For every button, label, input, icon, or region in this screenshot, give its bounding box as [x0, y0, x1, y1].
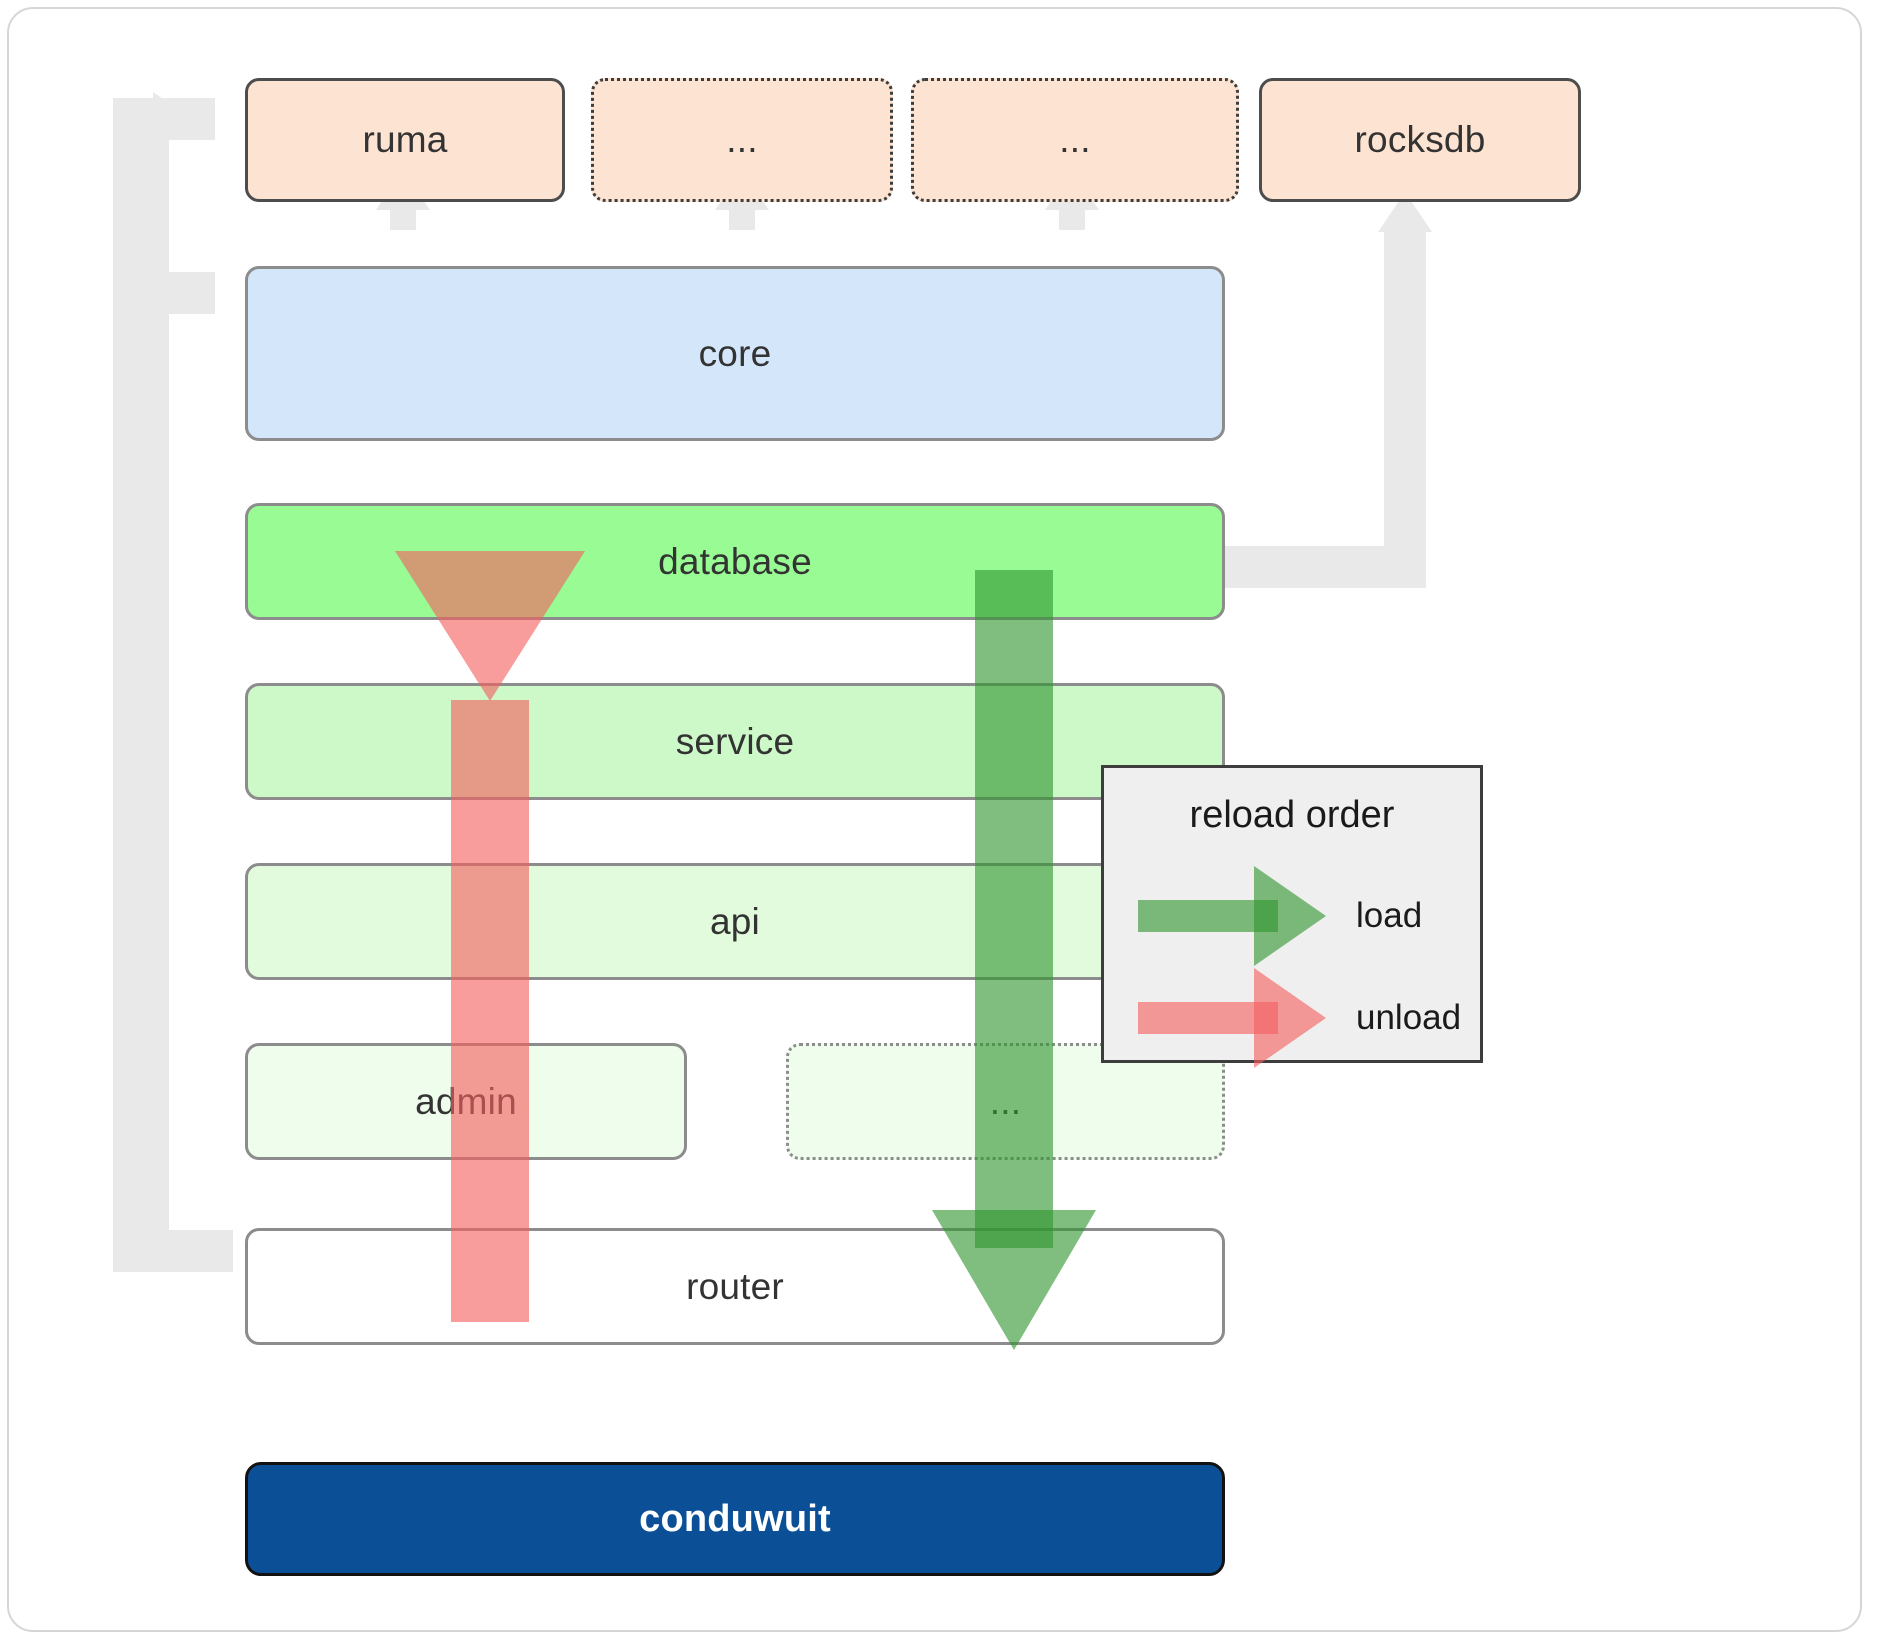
- diagram-frame: [7, 7, 1862, 1632]
- legend-unload-label: unload: [1356, 998, 1462, 1037]
- legend-entry-load: load: [1104, 866, 1480, 966]
- load-arrow-shaft: [975, 570, 1053, 1248]
- layer-api-label: api: [710, 900, 760, 942]
- crate-dots-1-label: ...: [726, 119, 758, 160]
- crate-ruma-label: ruma: [362, 119, 448, 160]
- crate-rocksdb[interactable]: rocksdb: [1259, 78, 1581, 202]
- binary-conduwuit-label: conduwuit: [639, 1497, 831, 1540]
- legend-reload-order: reload order load unload: [1101, 765, 1483, 1068]
- legend-entry-unload: unload: [1104, 968, 1480, 1068]
- crate-dots-1[interactable]: ...: [591, 78, 893, 202]
- legend-load-arrow-head: [1254, 866, 1326, 966]
- connector-database-to-rocksdb-horizontal: [1222, 546, 1404, 588]
- unload-arrow-shaft: [451, 700, 529, 1322]
- load-arrow-head: [932, 1210, 1096, 1350]
- connector-arrowhead-core: [153, 266, 193, 320]
- connector-database-to-rocksdb-vertical: [1384, 230, 1426, 588]
- connector-conduwuit-bottom-horizontal: [113, 1230, 233, 1272]
- layer-database-label: database: [658, 540, 812, 582]
- legend-title: reload order: [1189, 794, 1395, 836]
- legend-load-label: load: [1356, 896, 1423, 935]
- crate-ruma[interactable]: ruma: [245, 78, 565, 202]
- legend-unload-arrow-head: [1254, 968, 1326, 1068]
- layer-database[interactable]: database: [245, 503, 1225, 620]
- crate-rocksdb-label: rocksdb: [1354, 119, 1486, 160]
- layer-service-label: service: [675, 720, 795, 762]
- layer-api[interactable]: api: [245, 863, 1225, 980]
- crate-dots-2-label: ...: [1059, 119, 1091, 160]
- layer-core[interactable]: core: [245, 266, 1225, 441]
- binary-conduwuit[interactable]: conduwuit: [245, 1462, 1225, 1576]
- unload-arrow-head: [395, 551, 585, 701]
- connector-arrowhead-ruma: [153, 92, 193, 146]
- layer-service[interactable]: service: [245, 683, 1225, 800]
- crate-dots-2[interactable]: ...: [911, 78, 1239, 202]
- layer-router-label: router: [686, 1265, 784, 1307]
- layer-core-label: core: [698, 332, 772, 374]
